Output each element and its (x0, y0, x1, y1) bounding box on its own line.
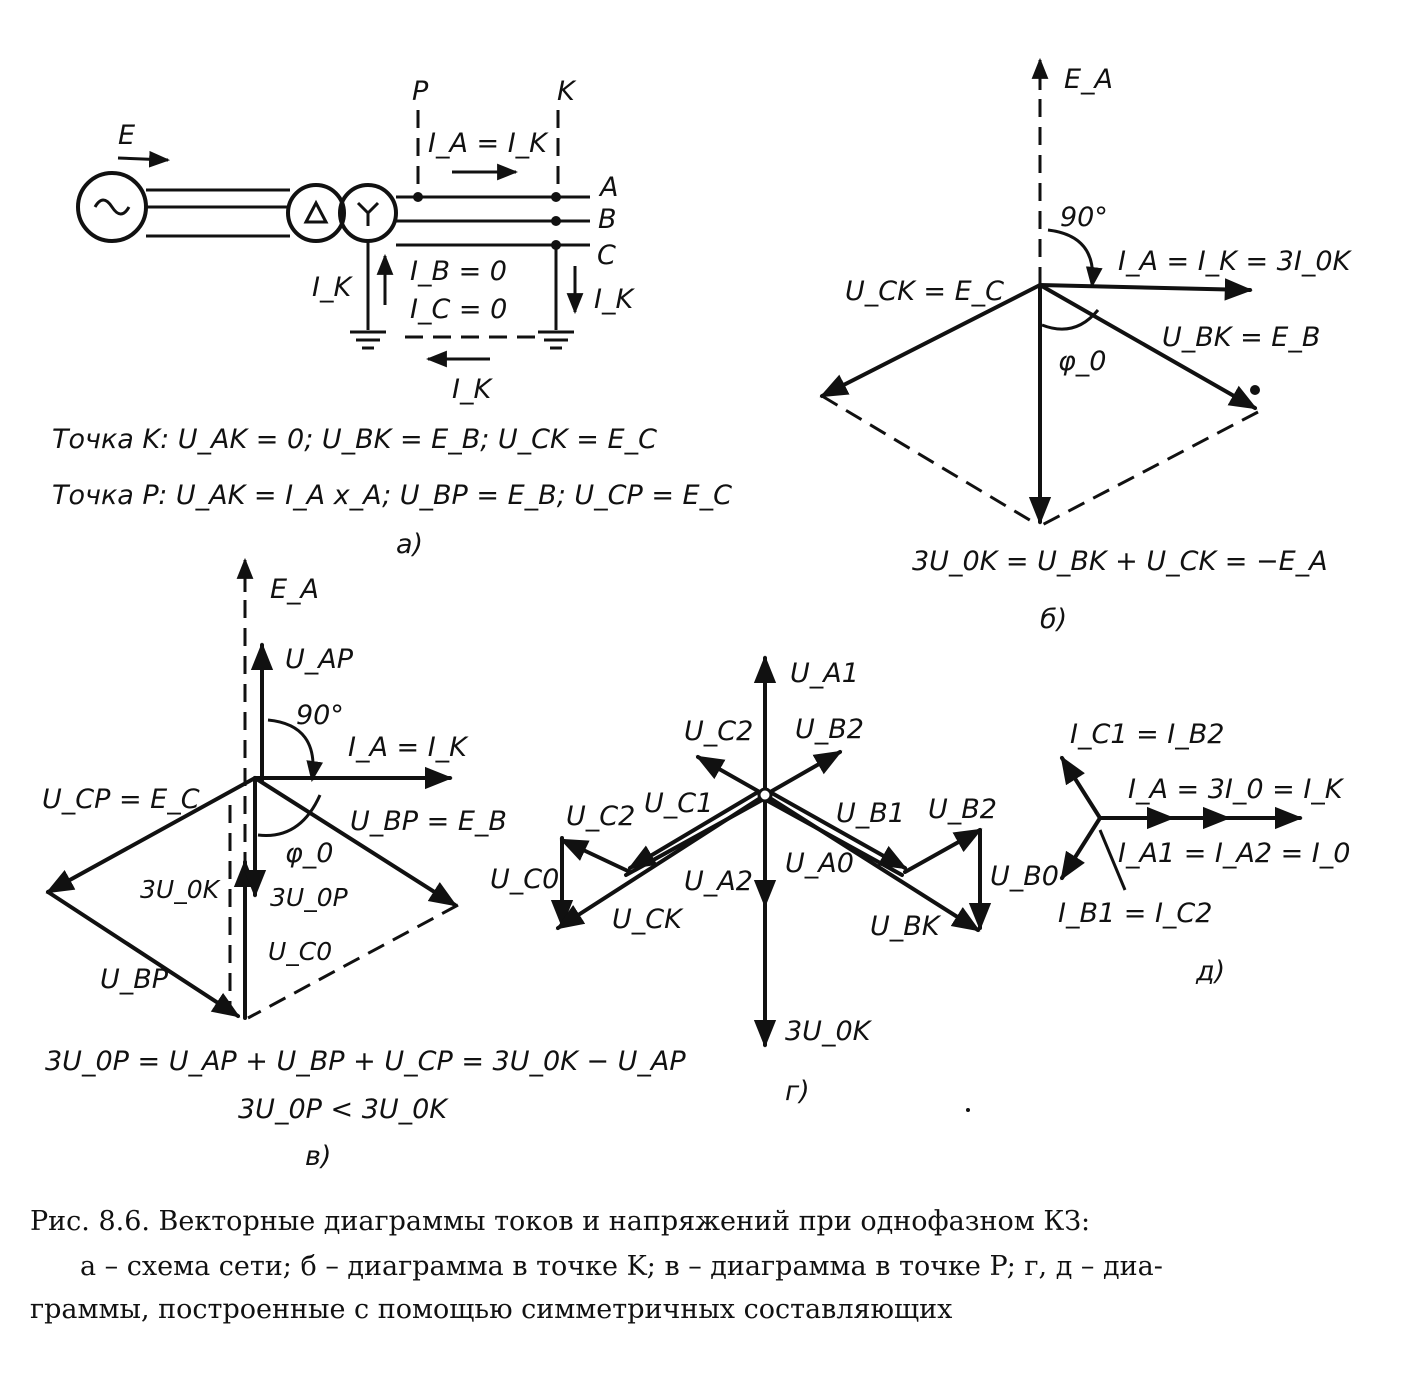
source-emf-label: E (118, 120, 135, 151)
current-ik-ground-label: I_K (452, 374, 493, 405)
caption-line-1: Рис. 8.6. Векторные диаграммы токов и на… (30, 1206, 1090, 1237)
u0k-label: 3U_0K (785, 1016, 873, 1047)
current-ik-neutral-label: I_K (312, 272, 353, 303)
ub1-label: U_B1 (836, 798, 905, 829)
ib1-label: I_B1 = I_C2 (1058, 898, 1212, 929)
diagram-g: U_A1 U_C2 U_B2 U_C2 U_C1 U_B1 U_B2 U_C0 … (490, 655, 1059, 1107)
uc0-label: U_C0 (490, 864, 559, 895)
ua2-label: U_A2 (684, 866, 753, 897)
ia-label: I_A = I_K = 3I_0K (1118, 246, 1352, 277)
uc2-left-label: U_C2 (566, 801, 635, 832)
diagram-a: E P K A B C I_A = I_K I_B = 0 I_C = 0 I_… (52, 76, 732, 560)
angle-90-label: 90° (296, 700, 344, 731)
phi-label: φ_0 (1058, 346, 1107, 377)
current-ib-zero-label: I_B = 0 (410, 256, 507, 287)
uck-label: U_CK (612, 904, 684, 935)
u0p-label: 3U_0P (270, 883, 349, 912)
ia-label: I_A = 3I_0 = I_K (1128, 774, 1345, 805)
ua0-label: U_A0 (785, 848, 854, 879)
ub0-label: U_B0 (990, 861, 1059, 892)
diagram-a-label: а) (396, 529, 423, 560)
diagram-b: E_A 90° I_A = I_K = 3I_0K U_CK = E_C U_B… (819, 57, 1352, 635)
phi-label: φ_0 (285, 838, 334, 869)
diagram-g-label: г) (785, 1076, 810, 1107)
diagram-b-label: б) (1040, 604, 1067, 635)
ucp-label: U_CP = E_C (42, 784, 200, 815)
uap-label: U_AP (285, 644, 354, 675)
point-k-label: K (557, 76, 577, 107)
caption: Рис. 8.6. Векторные диаграммы токов и на… (30, 1206, 1163, 1325)
ubk-label: U_BK (870, 911, 942, 942)
ub2-right-label: U_B2 (928, 794, 997, 825)
point-p-equations: Точка P: U_AK = I_A x_A; U_BP = E_B; U_C… (52, 480, 732, 511)
ea-label: E_A (1064, 64, 1113, 95)
u0p-equation: 3U_0P = U_AP + U_BP + U_CP = 3U_0K − U_A… (45, 1046, 686, 1077)
diagram-v-label: в) (305, 1141, 331, 1172)
caption-line-3: граммы, построенные с помощью симметричн… (30, 1294, 952, 1325)
diagram-v: E_A U_AP 90° I_A = I_K U_CP = E_C U_BP =… (42, 557, 686, 1172)
uc1-label: U_C1 (644, 788, 713, 819)
u0p-inequality: 3U_0P < 3U_0K (238, 1094, 449, 1125)
phase-a-label: A (598, 172, 618, 203)
current-ia-ik-label: I_A = I_K (428, 128, 549, 159)
point-k-equations: Точка K: U_AK = 0; U_BK = E_B; U_CK = E_… (52, 424, 657, 455)
ubp-side-label: U_BP (100, 964, 169, 995)
current-ik-fault-label: I_K (594, 284, 635, 315)
caption-line-2: а – схема сети; б – диаграмма в точке K;… (80, 1251, 1163, 1282)
ubp-label: U_BP = E_B (350, 806, 507, 837)
current-ic-zero-label: I_C = 0 (410, 294, 507, 325)
diagram-d: I_C1 = I_B2 I_A = 3I_0 = I_K I_A1 = I_A2… (1058, 719, 1350, 987)
ua1-label: U_A1 (790, 658, 859, 689)
phase-b-label: B (598, 204, 617, 235)
ub2-top-label: U_B2 (795, 714, 864, 745)
point-p-label: P (412, 76, 429, 107)
sine-icon (93, 198, 131, 216)
angle-90-label: 90° (1060, 202, 1108, 233)
ubk-label: U_BK = E_B (1162, 322, 1320, 353)
ic1-label: I_C1 = I_B2 (1070, 719, 1224, 750)
uc2-top-label: U_C2 (684, 716, 753, 747)
ia-label: I_A = I_K (348, 732, 469, 763)
transformer-delta-icon (286, 183, 346, 243)
u0k-label: 3U_0K (140, 875, 222, 904)
ea-label: E_A (270, 574, 319, 605)
sum-equation: 3U_0K = U_BK + U_CK = −E_A (912, 546, 1328, 577)
diagram-d-label: д) (1195, 956, 1225, 987)
phase-c-label: C (597, 240, 616, 271)
ia1-label: I_A1 = I_A2 = I_0 (1118, 838, 1350, 869)
uc0-label: U_C0 (268, 937, 332, 966)
uck-label: U_CK = E_C (845, 276, 1004, 307)
